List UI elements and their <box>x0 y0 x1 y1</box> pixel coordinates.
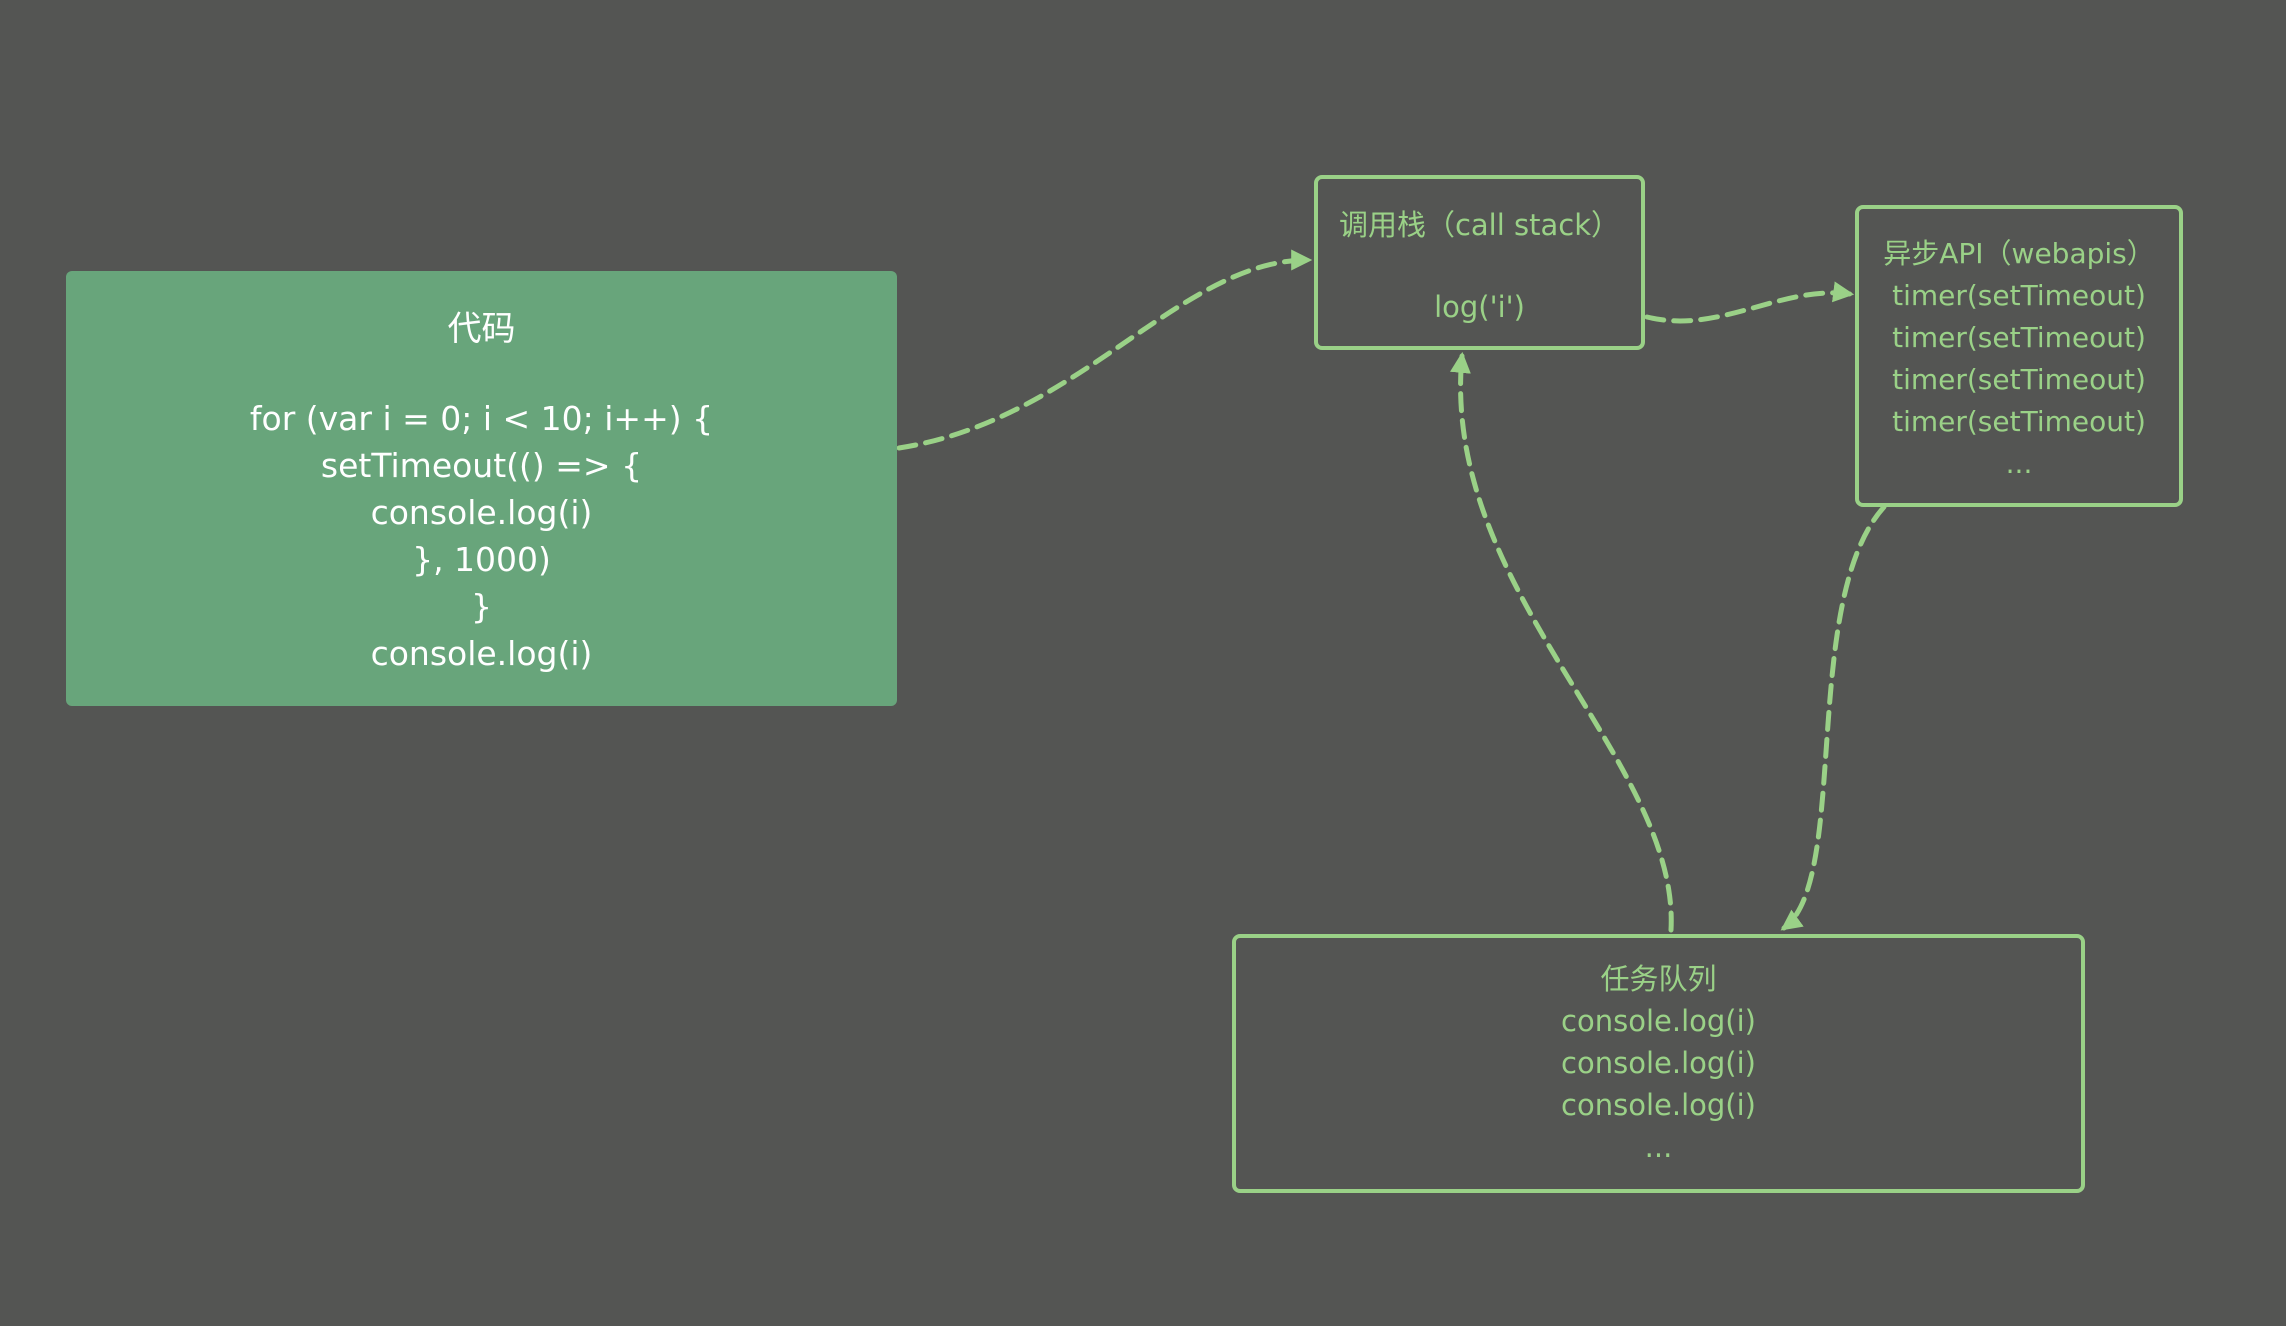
task-queue-box: 任务队列 console.log(i) console.log(i) conso… <box>1232 934 2085 1193</box>
web-apis-item: ... <box>2005 447 2033 480</box>
edge-code-to-callstack <box>896 249 1313 451</box>
code-box: 代码 for (var i = 0; i < 10; i++) { setTim… <box>66 271 897 706</box>
code-line: console.log(i) <box>370 634 593 673</box>
task-queue-item: console.log(i) <box>1561 1004 1756 1038</box>
web-apis-title: 异步API（webapis） <box>1883 237 2155 270</box>
web-apis-item: timer(setTimeout) <box>1892 321 2146 354</box>
code-box-title: 代码 <box>447 309 516 349</box>
web-apis-box: 异步API（webapis） timer(setTimeout) timer(s… <box>1855 205 2183 507</box>
edge-webapis-to-queue <box>1780 504 1887 931</box>
edge-callstack-to-webapis <box>1644 281 1855 324</box>
task-queue-item: console.log(i) <box>1561 1088 1756 1122</box>
code-block: for (var i = 0; i < 10; i++) { setTimeou… <box>250 395 713 677</box>
code-line: for (var i = 0; i < 10; i++) { <box>249 399 714 438</box>
code-line: setTimeout(() => { <box>320 446 643 485</box>
task-queue-title: 任务队列 <box>1600 962 1717 996</box>
web-apis-item: timer(setTimeout) <box>1892 363 2146 396</box>
web-apis-item: timer(setTimeout) <box>1892 279 2146 312</box>
task-queue-item: ... <box>1644 1130 1673 1164</box>
code-line: console.log(i) <box>370 493 593 532</box>
code-line: } <box>471 587 492 626</box>
code-line: }, 1000) <box>412 540 551 579</box>
call-stack-box: 调用栈（call stack） log('i') <box>1314 175 1645 350</box>
web-apis-item: timer(setTimeout) <box>1892 405 2146 438</box>
task-queue-item: console.log(i) <box>1561 1046 1756 1080</box>
call-stack-title: 调用栈（call stack） <box>1338 208 1621 242</box>
edge-queue-to-callstack <box>1449 351 1674 933</box>
call-stack-item: log('i') <box>1434 290 1525 324</box>
